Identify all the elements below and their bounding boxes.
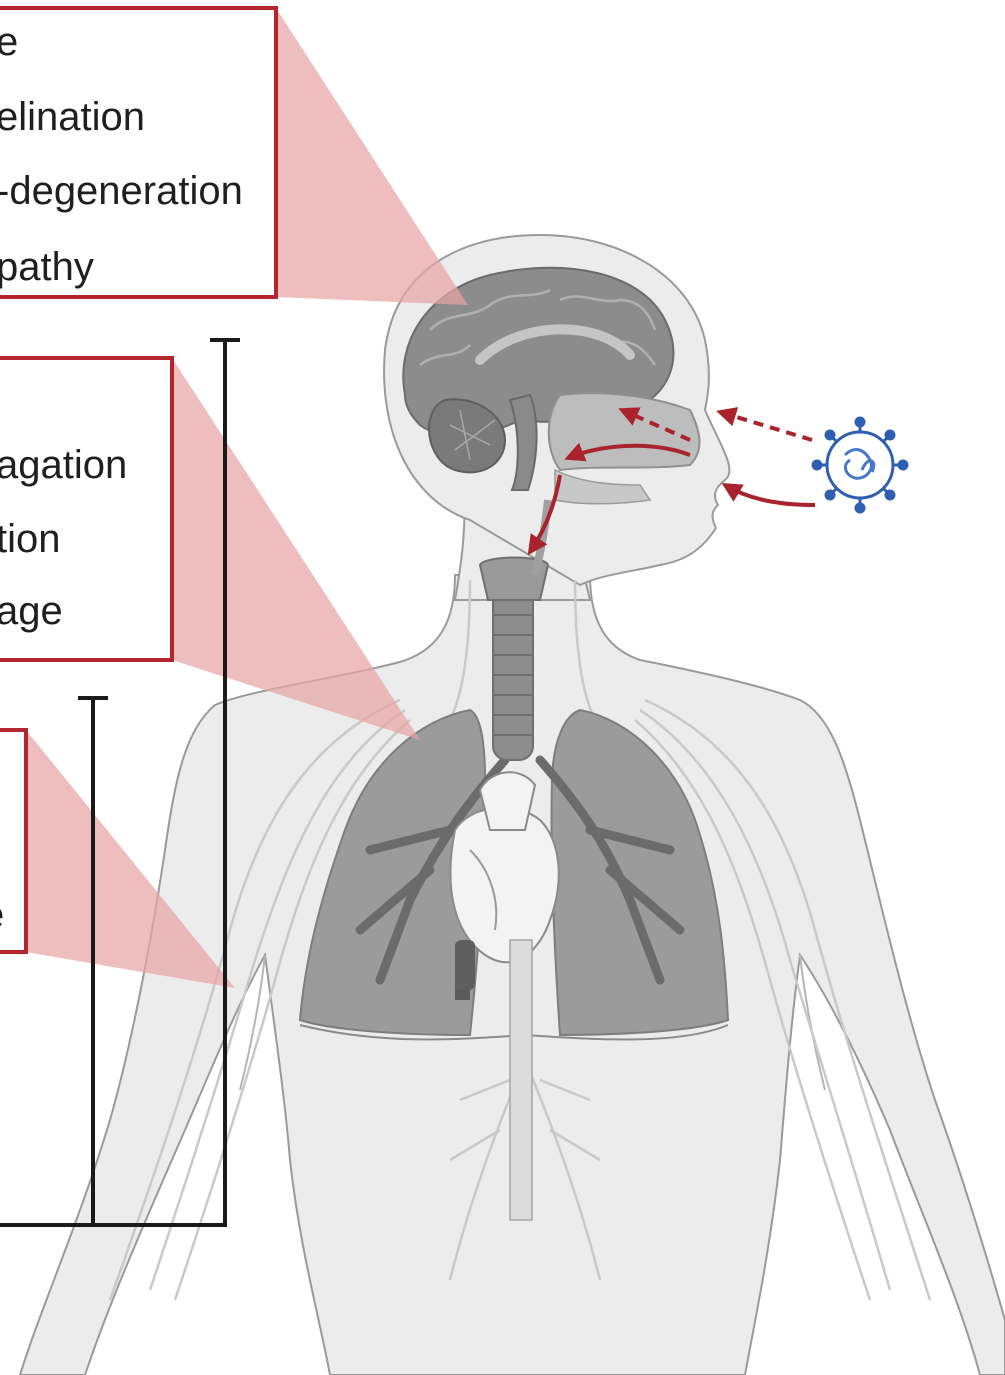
top-callout-line-2: elination xyxy=(0,95,145,139)
airborne-dashed-arrow xyxy=(720,412,812,440)
bottom-callout-box: e xyxy=(0,730,26,952)
middle-callout-box: agation tion age xyxy=(0,358,172,660)
inhalation-arrow xyxy=(725,485,815,505)
middle-callout-line-4: age xyxy=(0,589,63,633)
middle-callout-line-3: tion xyxy=(0,517,61,561)
middle-callout-line-2: agation xyxy=(0,443,127,487)
middle-callout-wedge xyxy=(172,358,420,740)
bottom-callout-line-3: e xyxy=(0,893,4,937)
top-callout-line-4: pathy xyxy=(0,245,94,289)
top-callout-line-3: -degeneration xyxy=(0,169,243,213)
top-callout-line-1: e xyxy=(0,20,18,64)
top-callout-box: e elination -degeneration pathy xyxy=(0,8,276,297)
virus-icon xyxy=(813,418,907,512)
